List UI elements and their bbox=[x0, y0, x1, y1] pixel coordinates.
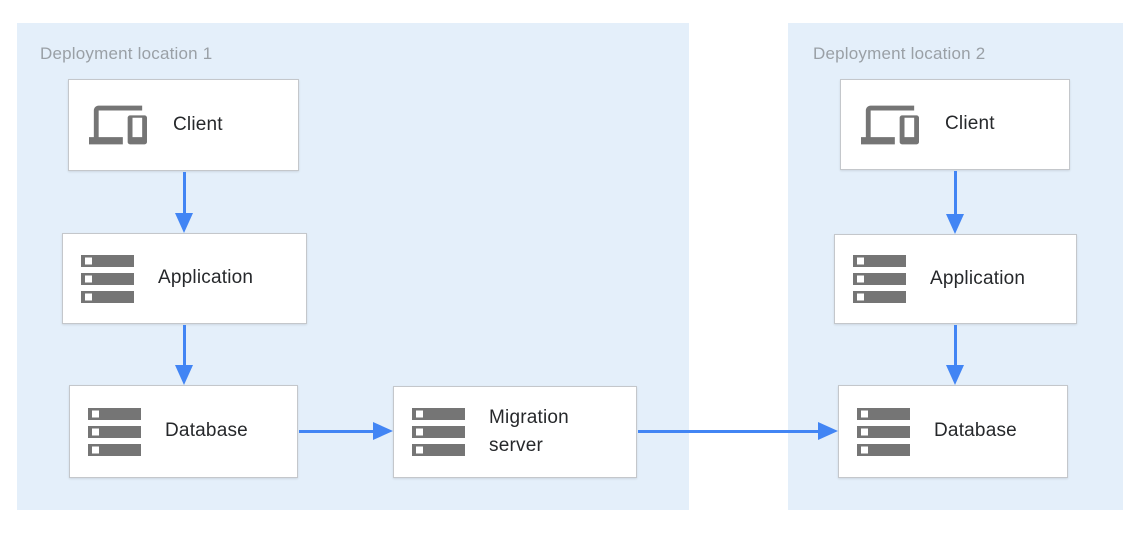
server-stack-icon bbox=[81, 254, 134, 303]
arrow-app2-to-db2-line bbox=[954, 325, 957, 366]
arrow-client1-to-app1-line bbox=[183, 172, 186, 216]
server-stack-icon bbox=[853, 255, 906, 303]
devices-icon bbox=[87, 96, 149, 154]
node-application-1: Application bbox=[62, 233, 307, 324]
node-database-1: Database bbox=[69, 385, 298, 478]
node-client-2: Client bbox=[840, 79, 1070, 170]
node-database-2: Database bbox=[838, 385, 1068, 478]
arrow-client2-to-app2-head bbox=[946, 214, 964, 234]
node-application-2: Application bbox=[834, 234, 1077, 324]
arrow-app1-to-db1-line bbox=[183, 325, 186, 367]
arrow-migration-to-db2-line bbox=[638, 430, 820, 433]
arrow-app2-to-db2-head bbox=[946, 365, 964, 385]
arrow-migration-to-db2-head bbox=[818, 422, 838, 440]
node-label: Database bbox=[934, 420, 1017, 442]
server-stack-icon bbox=[88, 407, 141, 456]
arrow-client1-to-app1-head bbox=[175, 213, 193, 233]
devices-icon bbox=[859, 96, 921, 154]
node-migration-server: Migration server bbox=[393, 386, 637, 478]
region-title-location-1: Deployment location 1 bbox=[40, 44, 213, 63]
server-stack-icon bbox=[412, 408, 465, 456]
server-stack-icon bbox=[857, 407, 910, 456]
node-label: Client bbox=[173, 113, 223, 135]
node-label: Database bbox=[165, 420, 248, 442]
node-label: Client bbox=[945, 113, 995, 135]
region-title-location-2: Deployment location 2 bbox=[813, 44, 986, 63]
node-label: Migration server bbox=[489, 406, 569, 457]
node-client-1: Client bbox=[68, 79, 299, 171]
arrow-client2-to-app2-line bbox=[954, 171, 957, 215]
node-label: Application bbox=[158, 267, 254, 289]
arrow-db1-to-migration-head bbox=[373, 422, 393, 440]
node-label: Application bbox=[930, 267, 1026, 289]
arrow-db1-to-migration-line bbox=[299, 430, 375, 433]
arrow-app1-to-db1-head bbox=[175, 365, 193, 385]
